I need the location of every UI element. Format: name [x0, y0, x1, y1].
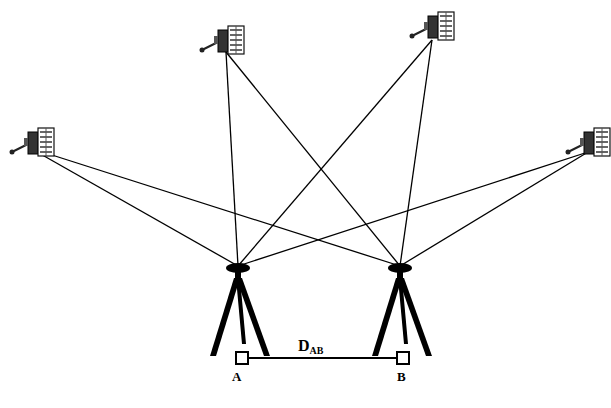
- point-label: A: [232, 370, 241, 383]
- satellite: [566, 128, 611, 156]
- baseline: [248, 357, 397, 359]
- signal-lines: [30, 40, 588, 266]
- station-mark: [397, 352, 409, 364]
- distance-subscript: AB: [310, 346, 324, 356]
- gps-receiver-tripod: [210, 263, 270, 356]
- satellite: [410, 12, 455, 40]
- satellite: [10, 128, 55, 156]
- distance-label: D: [298, 338, 310, 354]
- gps-receiver-tripod: [372, 263, 432, 356]
- point-label: B: [397, 370, 406, 383]
- satellite: [200, 26, 245, 54]
- station-mark: [236, 352, 248, 364]
